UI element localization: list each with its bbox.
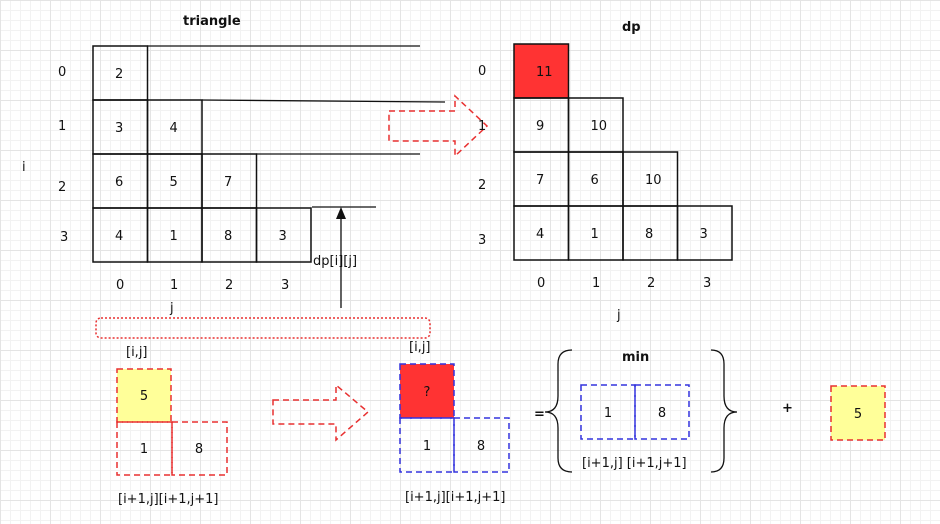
dp-title: dp xyxy=(622,20,641,35)
dp-col-index-0: 0 xyxy=(537,276,545,291)
dp-value-1-0: 9 xyxy=(536,119,544,134)
mid-bottom-value-1: 8 xyxy=(477,439,485,454)
dp-row-index-0: 0 xyxy=(478,64,486,79)
triangle-title: triangle xyxy=(183,14,241,29)
min-label: min xyxy=(622,350,649,365)
triangle-row-index-3: 3 xyxy=(60,230,68,245)
dp-value-0-0: 11 xyxy=(536,65,553,80)
left-bottom-cell-1 xyxy=(171,421,228,476)
triangle-cells: 2 3 4 6 5 7 4 1 8 3 xyxy=(92,45,312,263)
dp-cells: 11 9 10 7 6 10 4 1 8 3 xyxy=(513,43,733,261)
left-bottom-label: [i+1,j][i+1,j+1] xyxy=(118,492,219,507)
triangle-value-2-0: 6 xyxy=(115,175,123,190)
triangle-cell-3-3 xyxy=(255,207,312,263)
triangle-value-2-1: 5 xyxy=(170,175,178,190)
dp-row-index-1: 1 xyxy=(478,119,486,134)
plus-sign: + xyxy=(782,401,793,416)
min-value-0: 1 xyxy=(604,406,612,421)
left-example: [i,j] 5 1 8 [i+1,j][i+1,j+1] xyxy=(116,345,228,507)
dp-row-index-2: 2 xyxy=(478,178,486,193)
mid-top-cell xyxy=(399,363,455,419)
triangle-value-3-2: 8 xyxy=(224,229,232,244)
triangle-grid: triangle i j 2 3 4 6 5 7 4 1 8 3 0 1 2 3 0 1 2 3 xyxy=(22,14,446,316)
dp-arrow: dp[i][j] xyxy=(313,207,357,308)
middle-example: [i,j] ? 1 8 [i+1,j][i+1,j+1] xyxy=(399,340,510,505)
dp-value-1-1: 10 xyxy=(591,119,608,134)
left-top-cell xyxy=(116,368,172,423)
mid-top-value: ? xyxy=(424,385,431,400)
triangle-value-3-0: 4 xyxy=(115,229,123,244)
equals-sign: = xyxy=(534,407,545,422)
dp-value-2-0: 7 xyxy=(536,173,544,188)
right-value-cell xyxy=(830,385,886,441)
dotted-highlight-bar xyxy=(95,317,431,339)
triangle-row1-line xyxy=(201,99,446,103)
dp-value-3-0: 4 xyxy=(536,227,544,242)
dp-row-index-3: 3 xyxy=(478,233,486,248)
min-bottom-label: [i+1,j] [i+1,j+1] xyxy=(582,456,687,471)
dp-value-3-1: 1 xyxy=(591,227,599,242)
triangle-value-0-0: 2 xyxy=(115,67,123,82)
min-group: min 1 8 [i+1,j] [i+1,j+1] xyxy=(544,349,738,473)
triangle-row-index-1: 1 xyxy=(58,119,66,134)
triangle-col-index-2: 2 xyxy=(225,278,233,293)
dp-value-3-3: 3 xyxy=(700,227,708,242)
dp-cell-3-3 xyxy=(676,205,733,261)
left-top-value: 5 xyxy=(140,389,148,404)
triangle-value-2-2: 7 xyxy=(224,175,232,190)
dp-value-2-2: 10 xyxy=(645,173,662,188)
triangle-axis-i: i xyxy=(22,160,26,175)
dp-grid: dp j 11 9 10 7 6 10 4 1 8 3 0 1 2 3 0 1 2 3 xyxy=(478,20,733,323)
dp-arrow-head xyxy=(336,207,346,219)
transform-arrow-top xyxy=(388,94,489,158)
transform-arrow-bottom xyxy=(272,383,370,442)
triangle-value-1-1: 4 xyxy=(170,121,178,136)
dp-value-2-1: 6 xyxy=(591,173,599,188)
min-right-brace xyxy=(710,349,738,473)
triangle-value-3-1: 1 xyxy=(170,229,178,244)
triangle-row-index-2: 2 xyxy=(58,180,66,195)
min-cell-0 xyxy=(580,384,636,440)
left-top-label: [i,j] xyxy=(126,345,148,360)
triangle-value-3-3: 3 xyxy=(279,229,287,244)
triangle-col-index-1: 1 xyxy=(170,278,178,293)
triangle-row-index-0: 0 xyxy=(58,65,66,80)
triangle-col-index-0: 0 xyxy=(116,278,124,293)
min-value-1: 8 xyxy=(658,406,666,421)
dp-col-index-3: 3 xyxy=(703,276,711,291)
left-bottom-cell-0 xyxy=(116,421,173,476)
dp-axis-j: j xyxy=(616,308,621,323)
mid-top-label: [i,j] xyxy=(409,340,431,355)
min-left-brace xyxy=(544,349,573,473)
dp-arrow-label: dp[i][j] xyxy=(313,254,357,269)
left-bottom-value-0: 1 xyxy=(140,442,148,457)
min-cell-1 xyxy=(634,384,690,440)
triangle-value-1-0: 3 xyxy=(115,121,123,136)
mid-bottom-value-0: 1 xyxy=(423,439,431,454)
dp-col-index-1: 1 xyxy=(592,276,600,291)
left-bottom-value-1: 8 xyxy=(195,442,203,457)
mid-bottom-label: [i+1,j][i+1,j+1] xyxy=(405,490,506,505)
dp-col-index-2: 2 xyxy=(647,276,655,291)
dp-value-3-2: 8 xyxy=(645,227,653,242)
mid-bottom-cell-1 xyxy=(453,417,510,473)
triangle-axis-j: j xyxy=(169,301,174,316)
triangle-col-index-3: 3 xyxy=(281,278,289,293)
right-value: 5 xyxy=(854,407,862,422)
